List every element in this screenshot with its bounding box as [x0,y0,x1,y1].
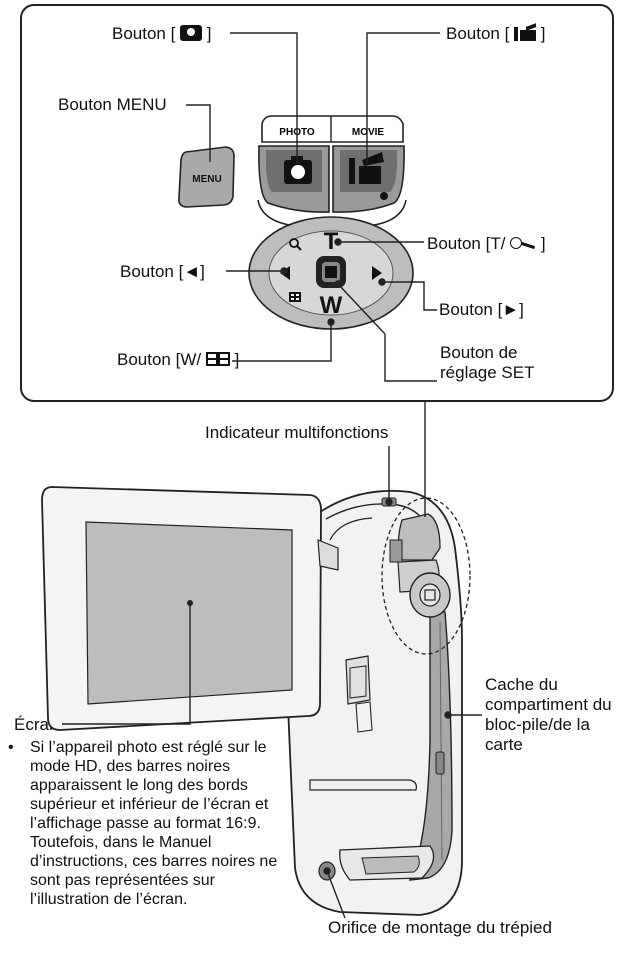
menu-button-text: MENU [192,174,221,185]
t-button-text: T [324,228,339,255]
label-tripod-socket: Orifice de montage du trépied [328,918,552,937]
top-leader-lines [186,32,440,382]
bottom-leader-lines [62,402,482,919]
photo-button[interactable] [258,145,330,213]
video-camera-icon [514,23,537,41]
label-zoom-t-button: Bouton [T/ ] [427,234,546,253]
label-menu-button: Bouton MENU [58,95,167,114]
lcd-screen [41,486,339,731]
zoom-in-icon [510,236,536,250]
camera-icon [180,25,203,41]
thumbnail-grid-icon [205,352,230,366]
detail-callout-box [20,4,614,402]
thumbnail-grid-small-icon [289,292,301,302]
label-right-button: Bouton [►] [439,300,524,319]
right-arrow-icon[interactable] [372,266,382,280]
movie-strip-label: MOVIE [352,127,385,138]
zoom-magnifier-icon [289,238,299,248]
w-button-text: W [320,292,343,319]
label-battery-card-cover: Cache du compartiment du bloc-pile/de la… [485,675,612,754]
camera-body [285,489,471,916]
button-area-highlight [381,497,471,655]
menu-button[interactable]: MENU [178,146,235,208]
label-w-button: Bouton [W/ ] [117,350,240,369]
label-photo-button: Bouton [ ] [112,24,212,43]
label-multifunction-indicator: Indicateur multifonctions [205,423,389,442]
photo-movie-label-strip: PHOTO MOVIE [261,115,404,143]
label-set-button: Bouton de réglage SET [440,343,535,382]
label-movie-button: Bouton [ ] [446,23,546,43]
zoom-pad: T W [248,216,414,330]
label-left-button: Bouton [◄] [120,262,205,281]
movie-button[interactable] [332,145,405,213]
